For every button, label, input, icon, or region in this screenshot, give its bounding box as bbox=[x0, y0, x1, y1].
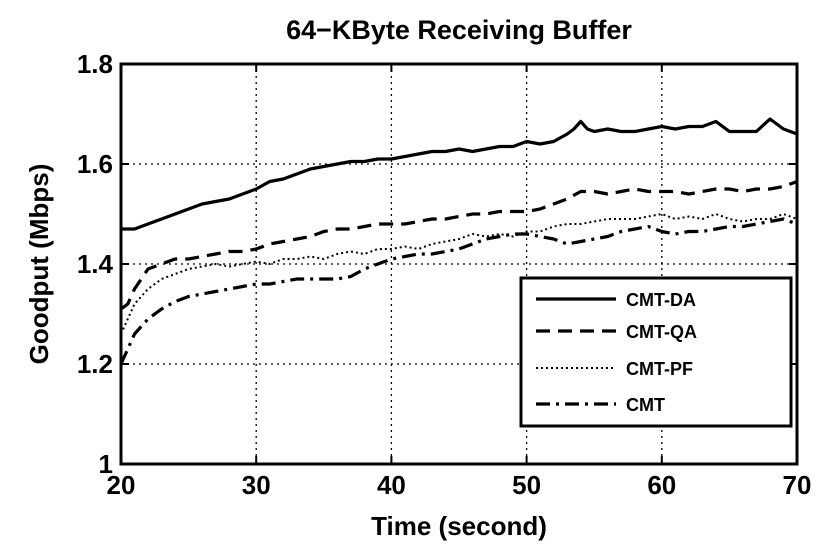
x-tick-label: 50 bbox=[512, 470, 541, 500]
series-line-cmt-qa bbox=[120, 179, 798, 311]
x-tick-label: 70 bbox=[783, 470, 812, 500]
legend-label-cmt-da: CMT-DA bbox=[626, 290, 696, 310]
legend-label-cmt-pf: CMT-PF bbox=[626, 359, 693, 379]
y-tick-label: 1.8 bbox=[77, 49, 113, 79]
legend-label-cmt: CMT bbox=[626, 395, 665, 415]
x-tick-label: 40 bbox=[377, 470, 406, 500]
plot-series bbox=[119, 117, 798, 365]
legend-label-cmt-qa: CMT-QA bbox=[626, 322, 697, 342]
x-tick-label: 60 bbox=[647, 470, 676, 500]
legend: CMT-DA CMT-QA CMT-PF CMT bbox=[519, 276, 793, 428]
legend-box bbox=[519, 276, 793, 428]
series-line-cmt-da bbox=[121, 117, 798, 231]
y-tick-label: 1 bbox=[99, 449, 113, 479]
y-tick-label: 1.4 bbox=[77, 249, 114, 279]
x-tick-label: 20 bbox=[107, 470, 136, 500]
y-tick-label: 1.6 bbox=[77, 149, 113, 179]
y-tick-label: 1.2 bbox=[77, 349, 113, 379]
grid-lines bbox=[121, 64, 797, 464]
chart-title: 64−KByte Receiving Buffer bbox=[286, 15, 632, 45]
y-axis-label: Goodput (Mbps) bbox=[24, 164, 54, 365]
x-axis-label: Time (second) bbox=[371, 511, 547, 541]
series-line-cmt bbox=[119, 217, 798, 365]
axis-ticks: 20 30 40 50 60 70 1 1.2 1.4 1.6 1.8 bbox=[77, 49, 812, 500]
x-tick-label: 30 bbox=[242, 470, 271, 500]
